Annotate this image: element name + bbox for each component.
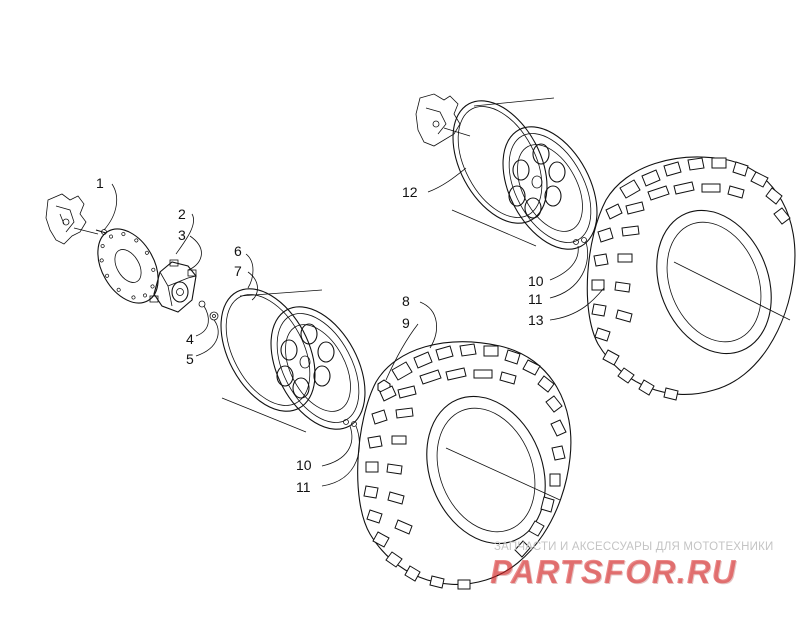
- callout-13: 13: [528, 312, 544, 328]
- watermark-tagline: ЗАПЧАСТИ И АКСЕССУАРЫ ДЛЯ МОТОТЕХНИКИ: [494, 541, 774, 553]
- knuckle-right: [415, 93, 471, 147]
- callout-5: 5: [186, 351, 194, 367]
- callout-10-front: 10: [296, 457, 312, 473]
- rear-rim: [451, 97, 598, 250]
- callout-10-rear: 10: [528, 273, 544, 289]
- callout-8: 8: [402, 293, 410, 309]
- wheel-hub: [149, 259, 197, 313]
- leader-lines: [103, 167, 605, 487]
- front-tire: [357, 341, 572, 590]
- front-tire-tread: [363, 343, 567, 590]
- brake-disc: [97, 228, 159, 304]
- watermark-logo: PARTSFOR.RU: [490, 553, 737, 590]
- callout-9: 9: [402, 315, 410, 331]
- rear-tire: [586, 156, 796, 401]
- hub-nut: [198, 300, 219, 321]
- callout-11-rear: 11: [528, 291, 543, 307]
- front-rim: [220, 288, 366, 433]
- callout-6: 6: [234, 243, 242, 259]
- callout-12: 12: [402, 184, 418, 200]
- knuckle-left: [45, 193, 99, 245]
- callout-4: 4: [186, 331, 194, 347]
- callout-3: 3: [178, 227, 186, 243]
- callout-1: 1: [96, 175, 104, 191]
- rim-holes: [276, 323, 335, 399]
- rear-rim-holes: [508, 143, 566, 219]
- rear-tire-tread: [591, 157, 791, 401]
- callout-11-front: 11: [296, 479, 311, 495]
- callout-7: 7: [234, 263, 242, 279]
- callout-labels: 1 2 3 4 5 6 7 8 9 10 11 12 10 11 13: [96, 175, 544, 495]
- callout-2: 2: [178, 206, 186, 222]
